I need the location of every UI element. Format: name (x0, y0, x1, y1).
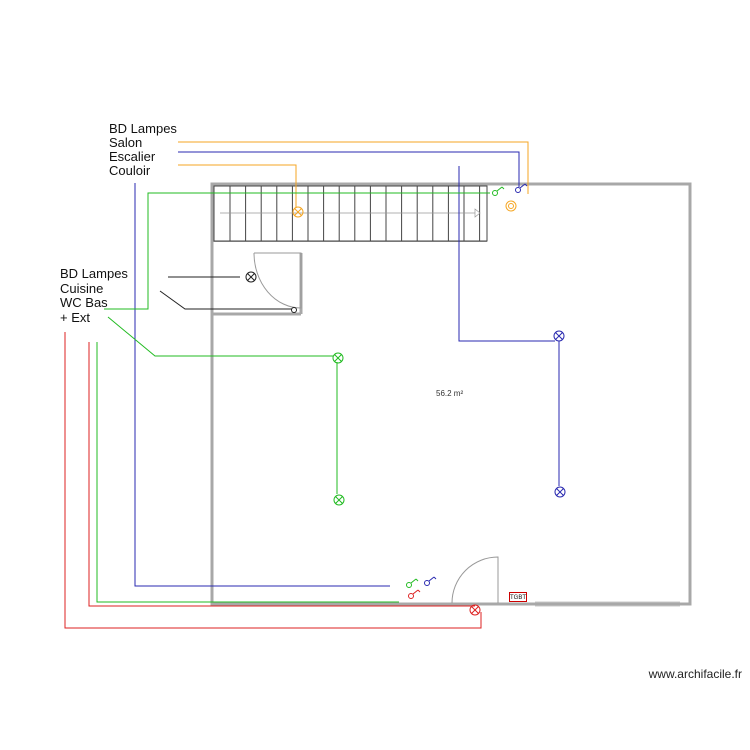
lamp-icon (332, 352, 344, 364)
lower-label-1: BD Lampes (60, 266, 128, 281)
upper-label-1: BD Lampes (109, 121, 177, 136)
switch-icon (424, 576, 437, 586)
entrance-door (451, 556, 499, 604)
circuit-blue (134, 151, 560, 587)
switch-icon (492, 186, 505, 196)
circuit-orange (178, 141, 529, 208)
lamps (245, 206, 566, 616)
lamp-icon (469, 604, 481, 616)
lamp-icon (245, 271, 257, 283)
upper-label-4: Couloir (109, 163, 151, 178)
lower-label-2: Cuisine (60, 281, 104, 296)
switch-icon (291, 307, 297, 313)
upper-label-3: Escalier (109, 149, 156, 164)
stairs-icon (213, 185, 488, 242)
lower-label-4: + Ext (60, 310, 90, 325)
switch-icon (515, 183, 528, 193)
lamp-icon (333, 494, 345, 506)
upper-label-2: Salon (109, 135, 143, 150)
lamp-icon (292, 206, 304, 218)
lower-label-3: WC Bas (60, 295, 108, 310)
junction-box-icon (505, 200, 517, 212)
lamp-icon (553, 330, 565, 342)
watermark: www.archifacile.fr (648, 667, 742, 681)
circuit-green (96, 192, 490, 603)
switch-icon (408, 589, 421, 599)
switches (291, 183, 528, 599)
door-swing-icon (253, 252, 302, 309)
tgbt-panel: TGBT (509, 592, 527, 602)
switch-icon (406, 578, 419, 588)
room-area: 56.2 m² (436, 389, 464, 398)
lamp-icon (554, 486, 566, 498)
circuit-red (64, 332, 482, 629)
wc-leaders (159, 276, 292, 310)
